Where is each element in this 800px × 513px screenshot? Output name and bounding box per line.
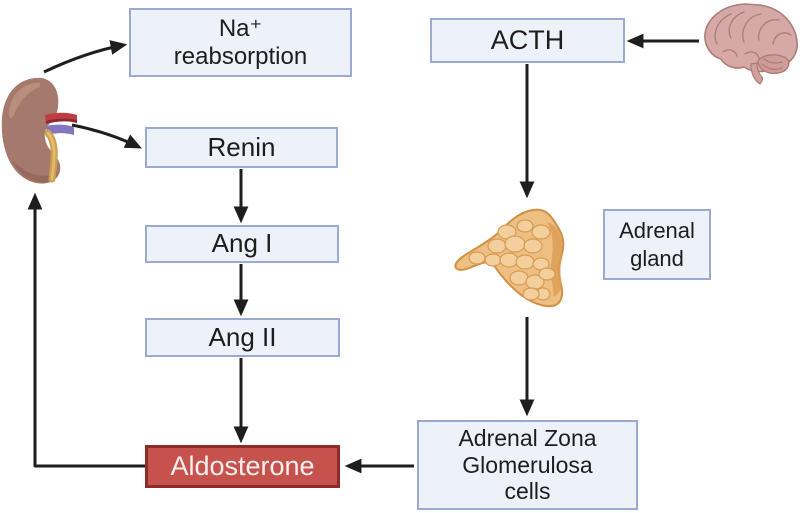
adrenal-gland-texture: [468, 219, 556, 301]
node-adrenal-gland-line2: gland: [630, 245, 684, 271]
adrenal-gland-shade: [547, 222, 563, 297]
brain-gyri: [714, 11, 792, 71]
arrow-kidney-to-renin: [71, 123, 143, 149]
ureter-highlight: [46, 131, 56, 181]
renal-vein: [46, 124, 74, 135]
node-renin: Renin: [145, 127, 338, 168]
node-ang-i: Ang I: [145, 225, 339, 263]
node-adrenal-gland-label: Adrenal gland: [603, 209, 711, 280]
node-ang-ii-label: Ang II: [208, 321, 277, 352]
node-na-reabsorption-line2: reabsorption: [173, 42, 308, 70]
brain-icon: [704, 3, 798, 85]
arrow-aldosterone-to-kidney-feedback: [27, 192, 145, 468]
node-azg-cells: Adrenal Zona Glomerulosa cells: [417, 420, 638, 510]
node-adrenal-gland-line1: Adrenal: [619, 218, 695, 243]
node-renin-label: Renin: [207, 131, 276, 162]
node-na-reabsorption-line1: Na⁺: [218, 14, 263, 42]
brain-stem: [750, 62, 763, 85]
kidney-shadow: [12, 160, 57, 183]
renal-artery-shade: [46, 118, 77, 124]
adrenal-gland-icon: [454, 208, 565, 308]
node-acth: ACTH: [430, 18, 625, 63]
node-acth-label: ACTH: [490, 24, 565, 55]
node-aldosterone: Aldosterone: [145, 445, 340, 488]
node-azg-cells-line1: Adrenal Zona: [458, 425, 597, 452]
node-na-reabsorption: Na⁺ reabsorption: [129, 8, 352, 77]
kidney-highlight: [8, 82, 40, 119]
node-azg-cells-line3: cells: [504, 478, 551, 505]
kidney-icon: [1, 77, 77, 184]
node-azg-cells-line2: Glomerulosa: [462, 451, 593, 478]
node-ang-i-label: Ang I: [211, 228, 273, 259]
node-aldosterone-label: Aldosterone: [170, 450, 315, 481]
node-ang-ii: Ang II: [145, 318, 340, 357]
arrow-kidney-to-na-reabsorption: [43, 40, 128, 74]
